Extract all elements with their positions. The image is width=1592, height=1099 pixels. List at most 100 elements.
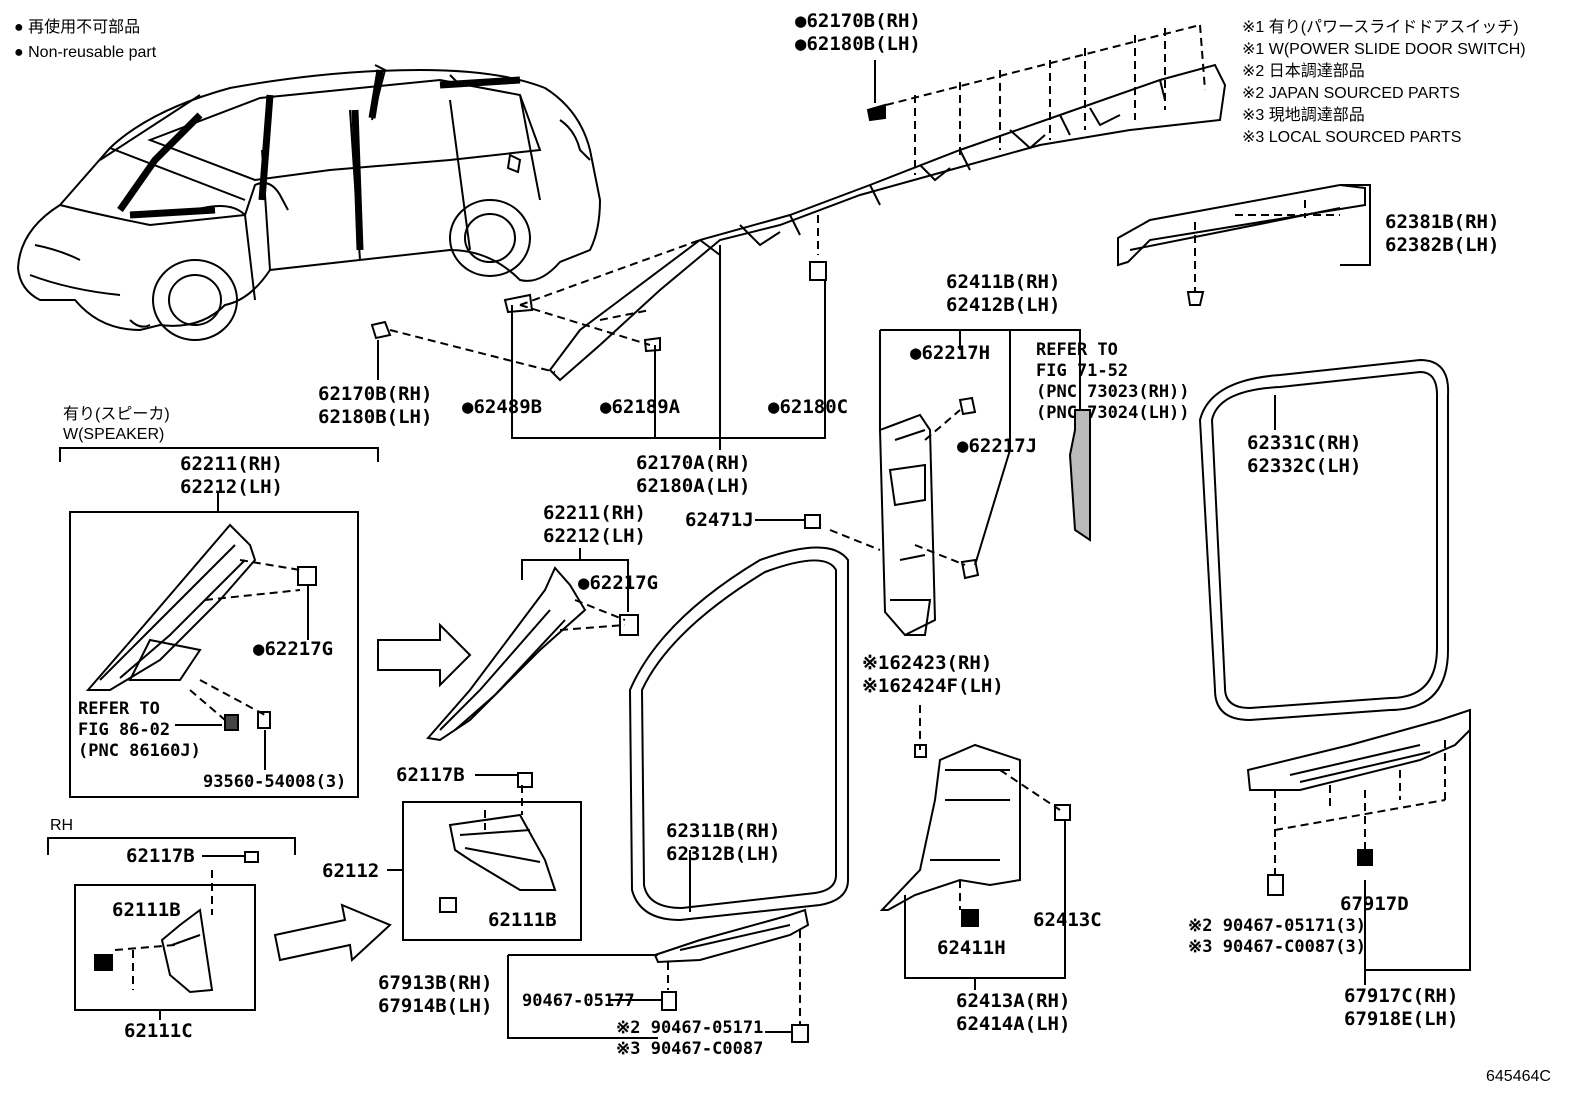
switch-panel (1068, 409, 1091, 542)
scuff-bracket (1364, 720, 1471, 971)
clip-rear-1 (1267, 874, 1284, 896)
label-62117B-b: 62117B (396, 764, 465, 786)
clip-62413C (1054, 804, 1071, 821)
label-62489B: ●62489B (462, 396, 543, 418)
label-62180C: ●62180C (768, 396, 849, 418)
pillar-lower-bracket (904, 820, 1066, 979)
label-fig-71-52: FIG 71-52 (1036, 361, 1129, 381)
label-62112: 62112 (322, 860, 380, 882)
front-scuff-plate (653, 908, 810, 964)
front-pillar-b (426, 566, 587, 742)
label-90467-C0087-b: ※3 90467-C0087(3) (1188, 937, 1367, 957)
label-62413A-rh: 62413A(RH) (956, 990, 1071, 1012)
label-62382B-lh: 62382B(LH) (1385, 234, 1500, 256)
note-1-en: ※1 W(POWER SLIDE DOOR SWITCH) (1242, 41, 1526, 58)
label-62180B-lh-top: ●62180B(LH) (795, 33, 921, 55)
center-pillar-upper (878, 413, 937, 637)
label-90467-05177: 90467-05177 (522, 991, 635, 1011)
label-62311B-rh: 62311B(RH) (666, 820, 781, 842)
label-62413C: 62413C (1033, 909, 1102, 931)
clip-62117B-b (517, 772, 533, 788)
cowl-part-b (448, 813, 557, 891)
label-62180A-lh: 62180A(LH) (636, 475, 751, 497)
label-fig-86-02: FIG 86-02 (78, 720, 171, 740)
label-speaker-jp: 有り(スピーカ) (63, 406, 170, 423)
clip-90467-05171 (791, 1024, 809, 1043)
figure-code: 645464C (1486, 1068, 1551, 1085)
label-62117B-a: 62117B (126, 845, 195, 867)
label-62111B-a: 62111B (112, 899, 181, 921)
pillar-bracket (880, 329, 1081, 410)
label-62211-rh-b: 62211(RH) (543, 502, 646, 524)
label-pnc-73023: (PNC 73023(RH)) (1036, 382, 1190, 402)
label-62423-rh: ※162423(RH) (862, 652, 993, 674)
label-93560-54008: 93560-54008(3) (203, 772, 347, 792)
label-62217H: ●62217H (910, 342, 991, 364)
label-67917D: 67917D (1340, 893, 1409, 915)
roof-side-rail (548, 63, 1227, 382)
label-62217J: ●62217J (957, 435, 1038, 457)
cowl-b-dashed (484, 785, 523, 830)
clip-62471J (804, 514, 821, 529)
note-2-en: ※2 JAPAN SOURCED PARTS (1242, 85, 1460, 102)
legend-non-reusable-jp: ● 再使用不可部品 (14, 19, 141, 36)
quarter-trim (1117, 183, 1366, 267)
pillar-leader-3 (974, 330, 1011, 566)
clip-62111B-b (439, 897, 457, 913)
clip-67917 (1186, 291, 1205, 306)
pillar-bracket-b (521, 559, 629, 612)
front-scuff-dashed (667, 930, 801, 1025)
label-90467-05171-a: ※2 90467-05171 (616, 1018, 764, 1038)
label-67918E-lh: 67918E(LH) (1344, 1008, 1459, 1030)
label-62414A-lh: 62414A(LH) (956, 1013, 1071, 1035)
speaker-pillar (85, 523, 257, 691)
label-62170B-rh: 62170B(RH) (318, 383, 433, 405)
label-90467-05171-b: ※2 90467-05171(3) (1188, 916, 1367, 936)
note-1-jp: ※1 有り(パワースライドドアスイッチ) (1242, 19, 1519, 36)
rear-scuff-plate (1246, 708, 1471, 791)
front-scuff-bracket (507, 955, 658, 1039)
quarter-trim-leaders (1194, 200, 1340, 292)
roof-rail-leaders (389, 24, 1206, 373)
clip-62411H (961, 909, 979, 927)
label-62411H: 62411H (937, 937, 1006, 959)
label-67913B-rh: 67913B(RH) (378, 972, 493, 994)
rear-door-seal (1198, 358, 1450, 722)
clip-62111B-a (94, 954, 113, 971)
label-62180B-lh: 62180B(LH) (318, 406, 433, 428)
label-62331C-rh: 62331C(RH) (1247, 432, 1362, 454)
clip-62217G-a (297, 566, 317, 586)
speaker-bracket (59, 447, 379, 462)
arrow-right-1 (377, 622, 472, 688)
label-62424F-lh: ※162424F(LH) (862, 675, 1004, 697)
legend-non-reusable-en: ● Non-reusable part (14, 44, 157, 61)
screw-93560 (257, 711, 271, 729)
pillar-lower-dashed (919, 705, 1061, 910)
label-62217G-a: ●62217G (253, 638, 334, 660)
front-door-seal (628, 546, 849, 922)
label-62111B-b: 62111B (488, 909, 557, 931)
speaker-unit (224, 714, 239, 731)
label-90467-C0087-a: ※3 90467-C0087 (616, 1039, 764, 1059)
arrow-right-2 (273, 903, 392, 963)
note-3-jp: ※3 現地調達部品 (1242, 107, 1365, 124)
cowl-part-a (160, 908, 214, 994)
label-62412B-lh: 62412B(LH) (946, 294, 1061, 316)
front-pillar-b-dashed (559, 599, 626, 631)
label-62312B-lh: 62312B(LH) (666, 843, 781, 865)
label-62170B-rh-top: ●62170B(RH) (795, 10, 921, 32)
label-62211-rh-a: 62211(RH) (180, 453, 283, 475)
note-3-en: ※3 LOCAL SOURCED PARTS (1242, 129, 1462, 146)
label-62170A-rh: 62170A(RH) (636, 452, 751, 474)
clip-62217J (960, 558, 980, 580)
clip-67917D (1357, 849, 1373, 866)
label-62212-lh-a: 62212(LH) (180, 476, 283, 498)
rh-bracket (47, 837, 296, 855)
label-pnc-73024: (PNC 73024(LH)) (1036, 403, 1190, 423)
cowl-box-a (74, 884, 256, 1011)
speaker-box (69, 511, 359, 798)
clip-90467-05177 (661, 991, 677, 1011)
vehicle-seal-highlights (117, 69, 521, 251)
label-rh: RH (50, 817, 74, 834)
label-62212-lh-b: 62212(LH) (543, 525, 646, 547)
